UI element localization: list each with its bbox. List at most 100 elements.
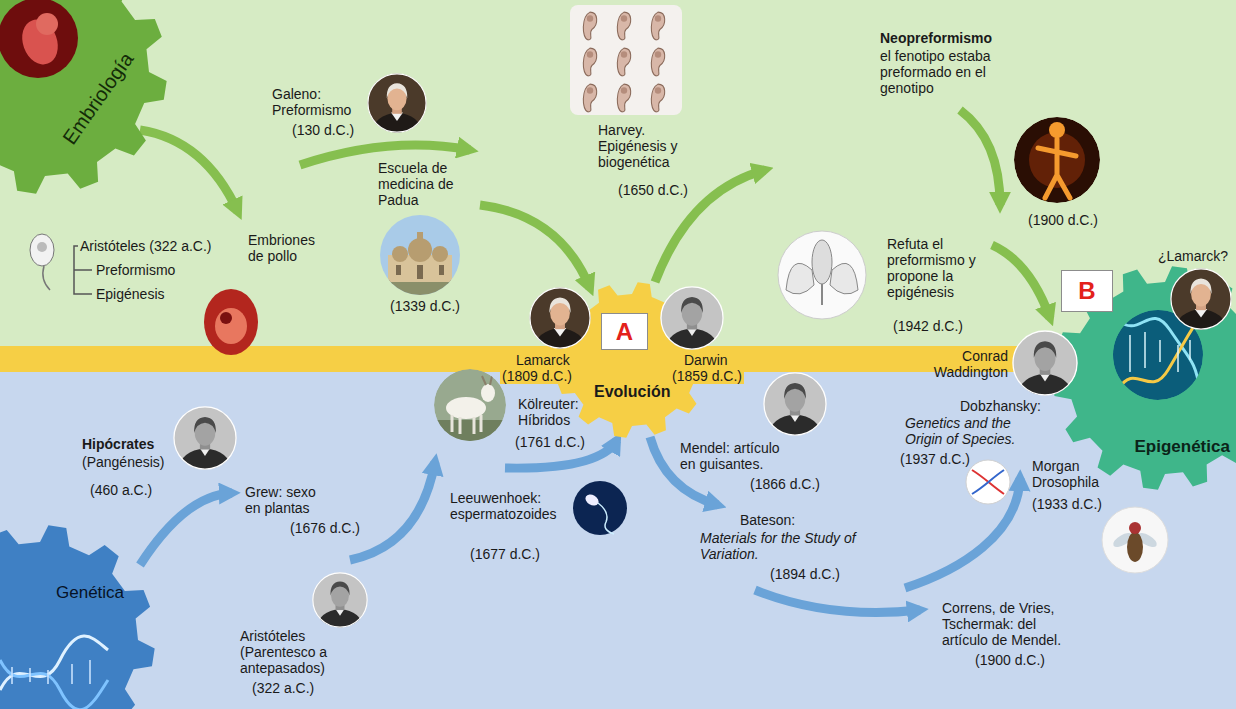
event-label: Conrad Waddington xyxy=(926,348,1008,380)
dna-picture xyxy=(1130,332,1190,372)
flow-arrow xyxy=(140,130,238,212)
embryo-series xyxy=(651,84,664,112)
sperm-picture xyxy=(583,492,600,508)
gear-outline xyxy=(1053,266,1236,490)
date-label: (1894 d.C.) xyxy=(770,566,840,582)
goat-picture xyxy=(481,384,495,402)
date-label: (1900 d.C.) xyxy=(1028,212,1098,228)
flow-arrow xyxy=(140,437,1020,613)
gear-outline xyxy=(0,0,167,194)
event-label: Galeno: Preformismo xyxy=(272,86,362,118)
padua-picture xyxy=(417,232,423,240)
padua-picture xyxy=(380,215,460,295)
dna-icon xyxy=(966,460,1010,504)
neopreformism-picture xyxy=(1014,117,1100,203)
dna-icon xyxy=(972,470,1004,494)
flow-arrow xyxy=(992,245,1050,318)
gear-label: Epigenética xyxy=(1135,437,1230,457)
padua-picture xyxy=(380,280,460,295)
gear-node: Genética xyxy=(0,525,155,709)
event-label: Epigénesis xyxy=(96,286,165,302)
event-label: Aristóteles (Parentesco a antepasados) xyxy=(240,628,340,676)
gear-outline xyxy=(0,525,155,709)
embryo-series xyxy=(583,12,596,40)
goat-picture xyxy=(434,420,506,450)
date-label: (1933 d.C.) xyxy=(1032,496,1102,512)
padua-picture xyxy=(408,238,432,262)
egg-picture xyxy=(204,289,258,355)
sperm-picture xyxy=(573,481,627,535)
dna-icon xyxy=(966,460,1010,504)
padua-picture xyxy=(396,265,401,275)
flow-arrow xyxy=(960,110,1000,205)
neopreformism-picture xyxy=(1038,139,1076,198)
fly-picture xyxy=(1102,507,1168,573)
date-label: (322 a.C.) xyxy=(252,680,314,696)
portrait xyxy=(660,286,724,350)
letter-box: B xyxy=(1061,270,1113,312)
event-label: ¿Lamarck? xyxy=(1158,248,1228,264)
event-label: el fenotipo estaba preformado en el geno… xyxy=(880,48,1030,96)
portrait xyxy=(1012,330,1078,396)
gear-label: Genética xyxy=(56,583,124,603)
padua-picture xyxy=(439,265,444,275)
event-label: Kölreuter: Híbridos xyxy=(518,396,593,428)
event-label: Aristóteles (322 a.C.) xyxy=(80,238,212,254)
date-label: (1942 d.C.) xyxy=(893,318,963,334)
embryo-drawing xyxy=(778,231,866,319)
embryo-sketch xyxy=(43,266,50,290)
bust xyxy=(312,572,368,628)
embryo-drawing xyxy=(821,284,823,305)
embryo-series xyxy=(651,12,664,40)
date-label: (1677 d.C.) xyxy=(470,546,540,562)
neopreformism-picture xyxy=(1014,117,1100,203)
embryo-series xyxy=(617,84,630,112)
event-label: Harvey. Epigénesis y biogenética xyxy=(598,122,694,170)
embryo-sketch xyxy=(37,242,47,252)
event-label: Leeuwenhoek: espermatozoides xyxy=(450,490,565,522)
fly-picture xyxy=(1102,507,1168,573)
event-label: Neopreformismo xyxy=(880,30,992,46)
date-label: (1937 d.C.) xyxy=(900,451,970,467)
gear-shape xyxy=(0,525,155,709)
event-label: Bateson: xyxy=(740,512,795,528)
embryo-series xyxy=(583,84,596,112)
portrait xyxy=(173,406,237,470)
event-label: Correns, de Vries, Tschermak: del artícu… xyxy=(942,600,1072,648)
event-label: Hipócrates xyxy=(82,436,154,452)
padua-picture xyxy=(432,246,448,262)
goat-picture xyxy=(452,415,481,434)
letter-box: A xyxy=(601,313,648,350)
gear-label: Embriología xyxy=(58,48,138,149)
flow-arrow xyxy=(140,110,1050,318)
gear-shape xyxy=(0,0,167,194)
fetus-picture xyxy=(36,13,58,35)
dna-icon xyxy=(972,470,1004,494)
dna-picture xyxy=(1118,318,1200,390)
portrait xyxy=(529,287,591,349)
box-letter: B xyxy=(1078,277,1095,305)
embryo-series xyxy=(583,48,596,76)
embryo-series xyxy=(570,5,682,115)
event-label: (Pangénesis) xyxy=(82,454,165,470)
event-label: Grew: sexo en plantas xyxy=(245,484,325,516)
date-label: (1809 d.C.) xyxy=(500,368,574,384)
date-label: (1866 d.C.) xyxy=(750,476,820,492)
embryo-drawing xyxy=(778,231,866,319)
embryo-series xyxy=(617,12,630,40)
gear-label: Evolución xyxy=(594,383,670,401)
fly-picture xyxy=(1129,522,1141,534)
padua-picture xyxy=(392,246,408,262)
embryo-drawing xyxy=(830,263,858,294)
event-label: Materials for the Study of Variation. xyxy=(700,530,860,562)
event-label: Darwin xyxy=(682,352,730,368)
event-label: Refuta el preformismo y propone la epigé… xyxy=(887,236,987,300)
goat-picture xyxy=(434,369,506,450)
date-label: (1650 d.C.) xyxy=(618,182,688,198)
egg-picture xyxy=(215,308,247,344)
fly-picture xyxy=(1127,532,1143,562)
event-label: Embriones de pollo xyxy=(248,232,326,264)
date-label: (130 d.C.) xyxy=(292,122,354,138)
date-label: (1761 d.C.) xyxy=(515,434,585,450)
flow-arrow xyxy=(755,590,920,613)
